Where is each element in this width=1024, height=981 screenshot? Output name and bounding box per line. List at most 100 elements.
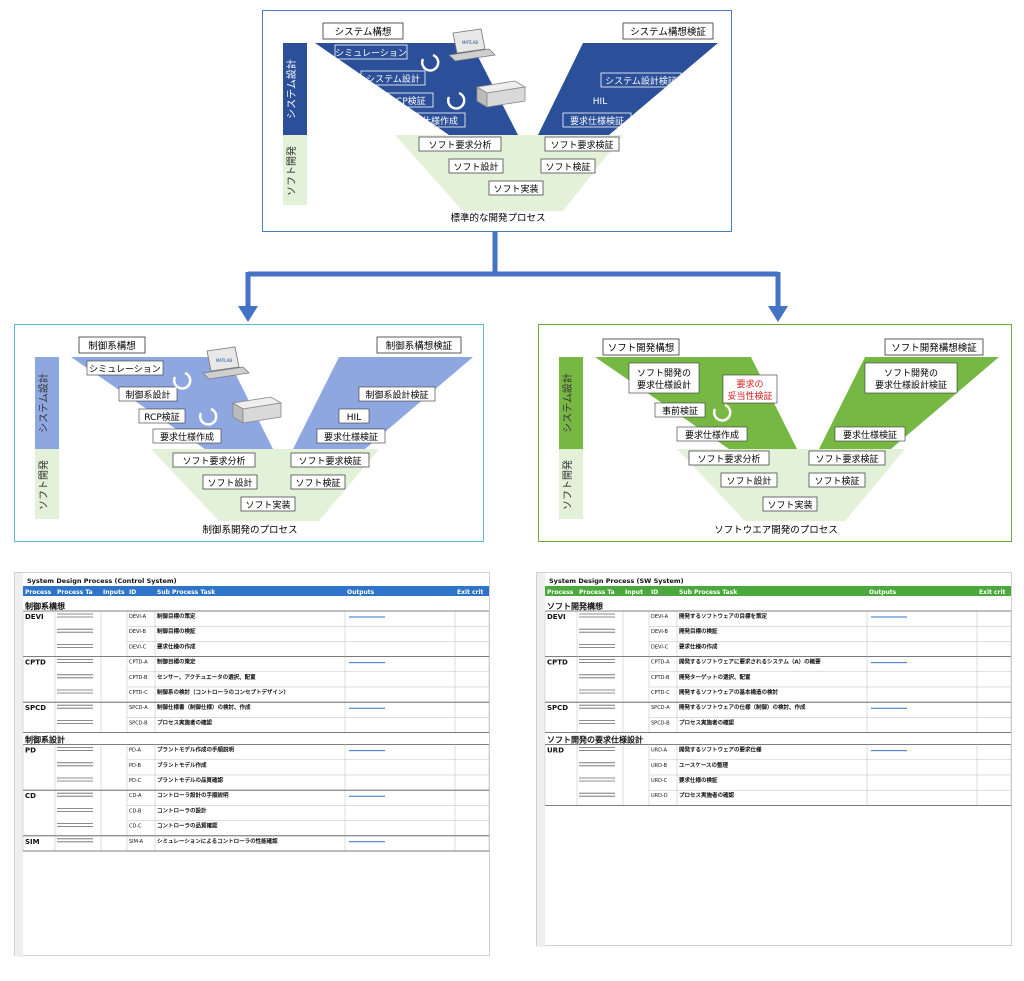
soft-left-1: ソフト要求分析: [428, 139, 491, 151]
left-title: ソフト開発構想: [608, 342, 675, 354]
task-id: URD-C: [651, 778, 668, 784]
task-id: SPCD-B: [129, 720, 148, 726]
right-box-line1: ソフト開発の: [884, 367, 938, 379]
soft-left-2: ソフト設計: [207, 477, 252, 489]
column-header: Outputs: [869, 589, 897, 596]
spreadsheet-grid: System Design Process (Control System)Pr…: [15, 573, 490, 957]
sw-system-spreadsheet: System Design Process (SW System) Process…: [536, 572, 1012, 947]
soft-right-2: ソフト検証: [545, 161, 590, 173]
top-process-panel: システム設計 ソフト開発 システム構想 システム構想検証 シミュレーション シス…: [262, 10, 732, 232]
task-id: SPCD-A: [651, 705, 670, 711]
task-id: SPCD-A: [129, 705, 148, 711]
column-header: Exit crit: [979, 589, 1006, 596]
cycle-arrow-icon: [198, 407, 218, 426]
left-item-2: システム設計: [366, 73, 420, 85]
rcp-hardware-icon: [475, 80, 527, 108]
left-title: システム構想: [335, 26, 392, 38]
right-item-1: システム設計検証: [605, 75, 677, 87]
rcp-hardware-icon: [231, 396, 283, 424]
side-label-soft: ソフト開発: [285, 146, 298, 196]
side-label-soft: ソフト開発: [37, 460, 50, 510]
side-bar-soft: [283, 135, 307, 205]
column-header: Process Ta: [579, 589, 615, 596]
task-id: CPTD-C: [651, 690, 670, 696]
left-item-1: シミュレーション: [89, 365, 161, 375]
cycle-arrow-icon: [420, 53, 440, 72]
task-id: CD-B: [129, 808, 142, 814]
side-label-system: システム設計: [561, 373, 574, 433]
right-item-2: HIL: [347, 413, 361, 423]
process-id: PD: [25, 747, 36, 755]
column-header: Process Ta: [57, 589, 93, 596]
right-item-1: 制御系設計検証: [365, 389, 428, 401]
spreadsheet-grid: System Design Process (SW System) Process…: [537, 573, 1012, 947]
sheet-title: System Design Process (SW System): [549, 577, 684, 585]
task-id: DEVI-A: [651, 614, 669, 620]
task-id: PD-C: [129, 778, 142, 784]
left-title: 制御系構想: [88, 340, 136, 352]
soft-bottom: ソフト実装: [493, 183, 538, 195]
sub-process-task: 開発ターゲットの選択、配置: [679, 673, 751, 681]
v-left-arm: [315, 43, 518, 135]
process-id: URD: [547, 747, 564, 755]
cycle-arrow-icon: [446, 91, 466, 110]
right-item-3: 要求仕様検証: [324, 431, 378, 443]
process-id: SPCD: [547, 704, 568, 712]
sub-process-task: 要求仕様の作成: [679, 642, 718, 650]
software-process-panel: システム設計 ソフト開発 ソフト開発構想 ソフト開発構想検証 ソフト開発の 要求…: [538, 324, 1012, 542]
laptop-icon: MATLAB: [448, 28, 496, 62]
column-header: ID: [651, 589, 658, 596]
control-system-spreadsheet: System Design Process (Control System)Pr…: [14, 572, 490, 957]
sub-process-task: 制御目標の策定: [157, 658, 196, 666]
column-header: Sub Process Task: [157, 589, 216, 596]
panel-caption: ソフトウエア開発のプロセス: [714, 524, 838, 536]
v-bottom: [395, 135, 623, 211]
task-id: CPTD-B: [651, 675, 670, 681]
sub-process-task: コントローラの設計: [157, 806, 207, 814]
soft-left-1: ソフト要求分析: [182, 455, 245, 467]
task-id: DEVI-B: [129, 629, 147, 635]
section-heading: ソフト開発の要求仕様設計: [547, 735, 643, 745]
sub-process-task: プラントモデルの品質確認: [157, 776, 224, 784]
cycle-arrow-icon: [172, 371, 192, 390]
branch-arrows: [238, 232, 788, 322]
right-item-spec-verify: 要求仕様検証: [843, 429, 897, 441]
task-id: DEVI-C: [129, 644, 147, 650]
left-box-line1: ソフト開発の: [637, 367, 691, 379]
right-item-2: HIL: [593, 97, 607, 107]
header-row: [545, 586, 1011, 596]
task-id: CPTD-B: [129, 675, 148, 681]
soft-left-1: ソフト要求分析: [697, 453, 760, 465]
sub-process-task: シミュレーションによるコントローラの性能確認: [157, 837, 278, 845]
soft-right-2: ソフト検証: [295, 477, 340, 489]
right-title: システム構想検証: [630, 26, 706, 38]
task-id: PD-A: [129, 748, 142, 754]
sub-process-task: 要求仕様の作成: [157, 642, 196, 650]
left-item-3: RCP検証: [144, 411, 180, 423]
left-item-2: 制御系設計: [125, 389, 170, 401]
column-header: Process: [25, 589, 52, 596]
task-id: URD-B: [651, 763, 668, 769]
column-header: Sub Process Task: [679, 589, 738, 596]
sub-process-task: ユースケースの整理: [679, 761, 728, 769]
task-id: DEVI-C: [651, 644, 669, 650]
sub-process-task: 開発目標の検証: [679, 627, 718, 635]
process-id: DEVI: [25, 613, 44, 621]
right-item-3: 要求仕様検証: [570, 115, 624, 127]
task-id: CD-C: [129, 824, 142, 830]
soft-right-1: ソフト要求検証: [815, 453, 878, 465]
side-bar-system: [283, 43, 307, 135]
right-box-line2: 要求仕様設計検証: [875, 379, 947, 391]
soft-right-1: ソフト要求検証: [298, 455, 361, 467]
sub-process-task: プロセス実施者の確認: [679, 791, 735, 799]
soft-bottom: ソフト実装: [245, 499, 290, 511]
side-label-system: システム設計: [285, 59, 298, 119]
section-heading: 制御系構想: [25, 601, 65, 611]
process-id: CPTD: [547, 659, 568, 667]
v-right-arm: [538, 43, 718, 135]
soft-right-2: ソフト検証: [814, 475, 859, 487]
sub-process-task: 制御目標の策定: [157, 612, 196, 620]
panel-caption: 標準的な開発プロセス: [450, 212, 545, 224]
column-header: Input: [625, 589, 643, 596]
task-id: CD-A: [129, 793, 142, 799]
